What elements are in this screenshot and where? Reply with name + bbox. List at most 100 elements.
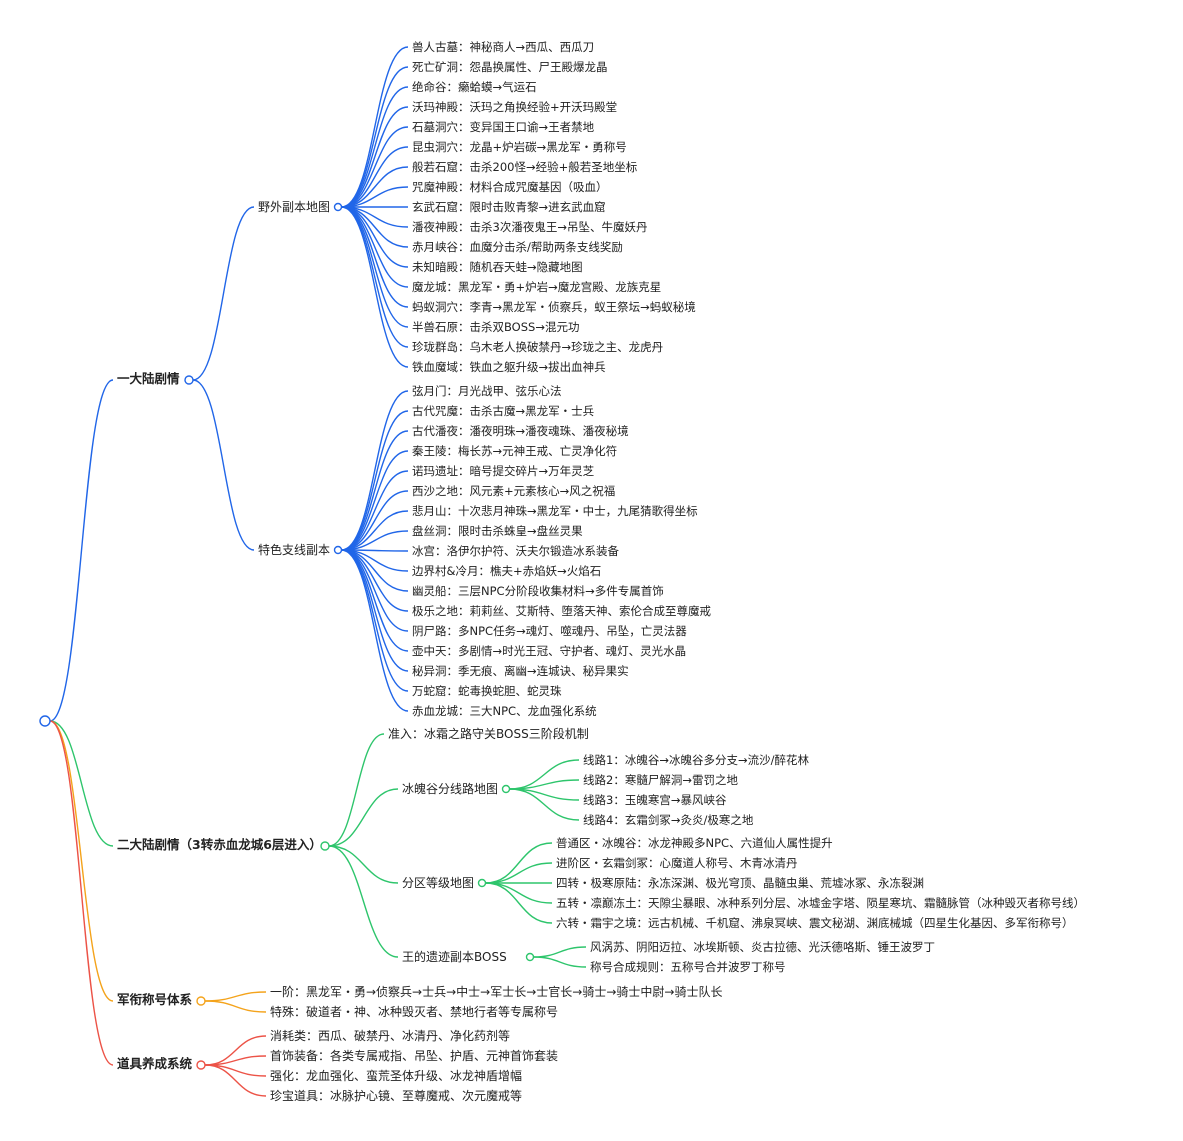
connector-1-3-0 bbox=[533, 946, 587, 958]
sub-branch-0-1-collapse-toggle[interactable] bbox=[333, 545, 343, 555]
leaf-node: 首饰装备：各类专属戒指、吊坠、护盾、元神首饰套装 bbox=[270, 1049, 559, 1063]
leaf-node: 万蛇窟：蛇毒换蛇胆、蛇灵珠 bbox=[412, 684, 562, 698]
leaf-node: 珍宝道具：冰脉护心镜、至尊魔戒、次元魔戒等 bbox=[270, 1089, 523, 1103]
leaf-node: 特殊：破道者・神、冰种毁灭者、禁地行者等专属称号 bbox=[270, 1005, 559, 1019]
connector-0-0-16 bbox=[341, 206, 409, 368]
connector-0-1-16 bbox=[341, 549, 409, 712]
branch-3-collapse-toggle[interactable] bbox=[196, 1060, 206, 1070]
leaf-node: 冰宫：洛伊尔护符、沃夫尔锻造冰系装备 bbox=[412, 544, 619, 558]
branch-3-title[interactable]: 道具养成系统 bbox=[117, 1056, 193, 1071]
sub-branch-0-1[interactable]: 特色支线副本 bbox=[258, 543, 331, 557]
sub-branch-1-1[interactable]: 冰魄谷分线路地图 bbox=[402, 782, 499, 796]
connector-branch-2-leaf-1 bbox=[204, 1000, 267, 1013]
connector-root-branch-2 bbox=[49, 720, 114, 1002]
connector-root-branch-3 bbox=[49, 720, 114, 1066]
connector-root-branch-1 bbox=[49, 720, 114, 847]
branch-1-title[interactable]: 二大陆剧情（3转赤血龙城6层进入） bbox=[117, 837, 322, 852]
connector-branch-0-sub-1 bbox=[192, 379, 255, 551]
connector-0-0-3 bbox=[341, 106, 409, 208]
leaf-node: 古代咒魔：击杀古魔→黑龙军・士兵 bbox=[412, 404, 595, 418]
connector-1-2-1 bbox=[485, 862, 553, 884]
leaf-node: 消耗类：西瓜、破禁丹、冰清丹、净化药剂等 bbox=[270, 1029, 511, 1043]
connector-0-1-13 bbox=[341, 549, 409, 652]
leaf-node: 极乐之地：莉莉丝、艾斯特、堕落天神、索伦合成至尊魔戒 bbox=[412, 604, 711, 618]
leaf-node: 沃玛神殿：沃玛之角换经验+开沃玛殿堂 bbox=[412, 100, 618, 114]
sub-branch-1-3-collapse-toggle[interactable] bbox=[525, 952, 535, 962]
sub-branch-1-2-collapse-toggle[interactable] bbox=[477, 878, 487, 888]
connector-branch-1-sub-2 bbox=[328, 845, 399, 884]
connector-0-1-4 bbox=[341, 470, 409, 551]
leaf-node: 绝命谷：癞蛤蟆→气运石 bbox=[412, 80, 537, 94]
leaf-node: 盘丝洞：限时击杀蛛皇→盘丝灵果 bbox=[412, 524, 583, 538]
sub-branch-1-3[interactable]: 王的遗迹副本BOSS bbox=[402, 950, 507, 964]
leaf-node: 潘夜神殿：击杀3次潘夜鬼王→吊坠、牛魔妖丹 bbox=[412, 220, 648, 234]
leaf-node: 玄武石窟：限时击败青黎→进玄武血窟 bbox=[412, 200, 606, 214]
connector-1-2-3 bbox=[485, 882, 553, 904]
connector-0-0-5 bbox=[341, 146, 409, 208]
connector-0-1-3 bbox=[341, 450, 409, 551]
connector-0-0-2 bbox=[341, 86, 409, 208]
connector-0-0-13 bbox=[341, 206, 409, 308]
leaf-node: 诺玛遗址：暗号提交碎片→万年灵芝 bbox=[412, 464, 595, 478]
leaf-node: 称号合成规则：五称号合并波罗丁称号 bbox=[590, 960, 786, 974]
leaf-node: 六转・霜宇之境：远古机械、千机窟、沸泉冥峡、震文秘湖、渊底械城（四星生化基因、多… bbox=[556, 916, 1074, 930]
connector-1-1-3 bbox=[509, 788, 580, 821]
connector-0-0-1 bbox=[341, 66, 409, 208]
leaf-node: 未知暗殿：随机吞天蛙→隐藏地图 bbox=[412, 260, 583, 274]
root-node[interactable] bbox=[39, 715, 51, 727]
connector-0-1-14 bbox=[341, 549, 409, 672]
leaf-node: 悲月山：十次悲月神珠→黑龙军・中士，九尾猜歌得坐标 bbox=[412, 504, 698, 518]
connector-0-1-6 bbox=[341, 510, 409, 551]
leaf-node: 秘异洞：季无痕、离幽→连城诀、秘异果实 bbox=[412, 664, 629, 678]
branch-2-collapse-toggle[interactable] bbox=[196, 996, 206, 1006]
leaf-node: 半兽石原：击杀双BOSS→混元功 bbox=[412, 320, 580, 334]
leaf-node: 普通区・冰魄谷：冰龙神殿多NPC、六道仙人属性提升 bbox=[556, 836, 833, 850]
sub-branch-1-0: 准入：冰霜之路守关BOSS三阶段机制 bbox=[388, 727, 589, 741]
leaf-node: 进阶区・玄霜剑冢：心魔道人称号、木青冰清丹 bbox=[556, 856, 798, 870]
connector-1-3-1 bbox=[533, 956, 587, 968]
leaf-node: 般若石窟：击杀200怪→经验+般若圣地坐标 bbox=[412, 160, 638, 174]
leaf-node: 幽灵船：三层NPC分阶段收集材料→多件专属首饰 bbox=[412, 584, 664, 598]
connector-branch-3-leaf-3 bbox=[204, 1064, 267, 1097]
leaf-node: 秦王陵：梅长苏→元神王戒、亡灵净化符 bbox=[412, 444, 618, 458]
connector-0-0-14 bbox=[341, 206, 409, 328]
leaf-node: 强化：龙血强化、蛮荒圣体升级、冰龙神盾增幅 bbox=[270, 1069, 523, 1083]
connector-branch-1-sub-3 bbox=[328, 845, 399, 958]
connector-branch-1-sub-0 bbox=[328, 733, 385, 847]
branch-0-title[interactable]: 一大陆剧情 bbox=[117, 371, 180, 386]
connector-0-1-2 bbox=[341, 430, 409, 551]
connector-branch-0-sub-0 bbox=[192, 206, 255, 381]
branch-2-title[interactable]: 军衔称号体系 bbox=[117, 992, 193, 1007]
leaf-node: 线路3：玉魄寒宫→暴风峡谷 bbox=[583, 793, 727, 807]
sub-branch-1-1-collapse-toggle[interactable] bbox=[501, 784, 511, 794]
connector-1-2-4 bbox=[485, 882, 553, 924]
connector-0-0-4 bbox=[341, 126, 409, 208]
leaf-node: 五转・凛巅冻土：天隙尘暴眼、冰种系列分层、冰墟金字塔、陨星寒坑、霜髓脉管（冰种毁… bbox=[556, 896, 1085, 910]
leaf-node: 铁血魔域：铁血之躯升级→拔出血神兵 bbox=[412, 360, 606, 374]
leaf-node: 赤血龙城：三大NPC、龙血强化系统 bbox=[412, 704, 597, 718]
leaf-node: 珍珑群岛：乌木老人换破禁丹→珍珑之主、龙虎丹 bbox=[412, 340, 664, 354]
leaf-node: 风涡苏、阴阳迈拉、冰埃斯顿、炎古拉德、光沃德咯斯、锤王波罗丁 bbox=[590, 940, 935, 954]
leaf-node: 死亡矿洞：怨晶换属性、尸王殿爆龙晶 bbox=[412, 60, 608, 74]
sub-branch-0-0[interactable]: 野外副本地图 bbox=[258, 200, 331, 214]
leaf-node: 昆虫洞穴：龙晶+炉岩碳→黑龙军・勇称号 bbox=[412, 140, 627, 154]
sub-branch-1-2[interactable]: 分区等级地图 bbox=[402, 876, 475, 890]
leaf-node: 石墓洞穴：变异国王口谕→王者禁地 bbox=[412, 120, 595, 134]
connector-1-2-0 bbox=[485, 842, 553, 884]
branch-1-collapse-toggle[interactable] bbox=[320, 841, 330, 851]
leaf-node: 蚂蚁洞穴：李青→黑龙军・侦察兵，蚁王祭坛→蚂蚁秘境 bbox=[412, 300, 696, 314]
connector-branch-1-sub-1 bbox=[328, 788, 399, 847]
connector-root-branch-0 bbox=[49, 379, 114, 722]
connector-0-1-5 bbox=[341, 490, 409, 551]
connector-branch-2-leaf-0 bbox=[204, 991, 267, 1002]
leaf-node: 魔龙城：黑龙军・勇+炉岩→魔龙宫殿、龙族克星 bbox=[412, 280, 662, 294]
leaf-node: 赤月峡谷：血魔分击杀/帮助两条支线奖励 bbox=[412, 240, 623, 254]
branch-0-collapse-toggle[interactable] bbox=[184, 375, 194, 385]
sub-branch-0-0-collapse-toggle[interactable] bbox=[333, 202, 343, 212]
leaf-node: 线路4：玄霜剑冢→灸炎/极寒之地 bbox=[583, 813, 754, 827]
leaf-node: 咒魔神殿：材料合成咒魔基因（吸血） bbox=[412, 180, 608, 194]
connector-0-1-1 bbox=[341, 410, 409, 551]
leaf-node: 一阶：黑龙军・勇→侦察兵→士兵→中士→军士长→士官长→骑士→骑士中尉→骑士队长 bbox=[270, 985, 723, 999]
